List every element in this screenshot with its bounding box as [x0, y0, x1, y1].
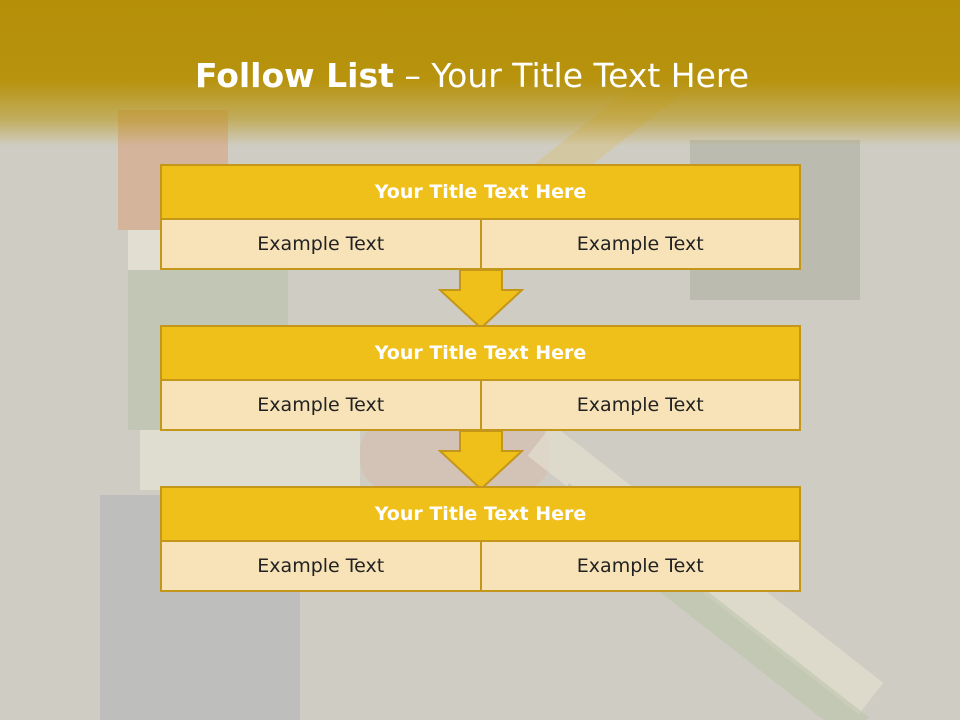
box-title: Your Title Text Here: [160, 325, 801, 381]
slide-title: Follow List – Your Title Text Here: [0, 56, 944, 95]
box-cell-right: Example Text: [479, 381, 799, 429]
list-box-3: Your Title Text Here Example Text Exampl…: [160, 486, 801, 592]
box-row: Example Text Example Text: [160, 381, 801, 431]
bg-white-band-lower: [140, 430, 360, 490]
box-title: Your Title Text Here: [160, 486, 801, 542]
box-row: Example Text Example Text: [160, 542, 801, 592]
box-row: Example Text Example Text: [160, 220, 801, 270]
list-box-1: Your Title Text Here Example Text Exampl…: [160, 164, 801, 270]
box-cell-right: Example Text: [479, 220, 799, 268]
box-cell-left: Example Text: [162, 220, 480, 268]
header-band: Follow List – Your Title Text Here: [0, 0, 960, 146]
list-box-2: Your Title Text Here Example Text Exampl…: [160, 325, 801, 431]
box-cell-right: Example Text: [479, 542, 799, 590]
down-arrow-icon: [438, 431, 524, 491]
box-cell-left: Example Text: [162, 542, 480, 590]
title-rest: – Your Title Text Here: [393, 56, 750, 95]
down-arrow-icon: [438, 270, 524, 330]
title-bold: Follow List: [194, 56, 394, 95]
box-cell-left: Example Text: [162, 381, 480, 429]
box-title: Your Title Text Here: [160, 164, 801, 220]
